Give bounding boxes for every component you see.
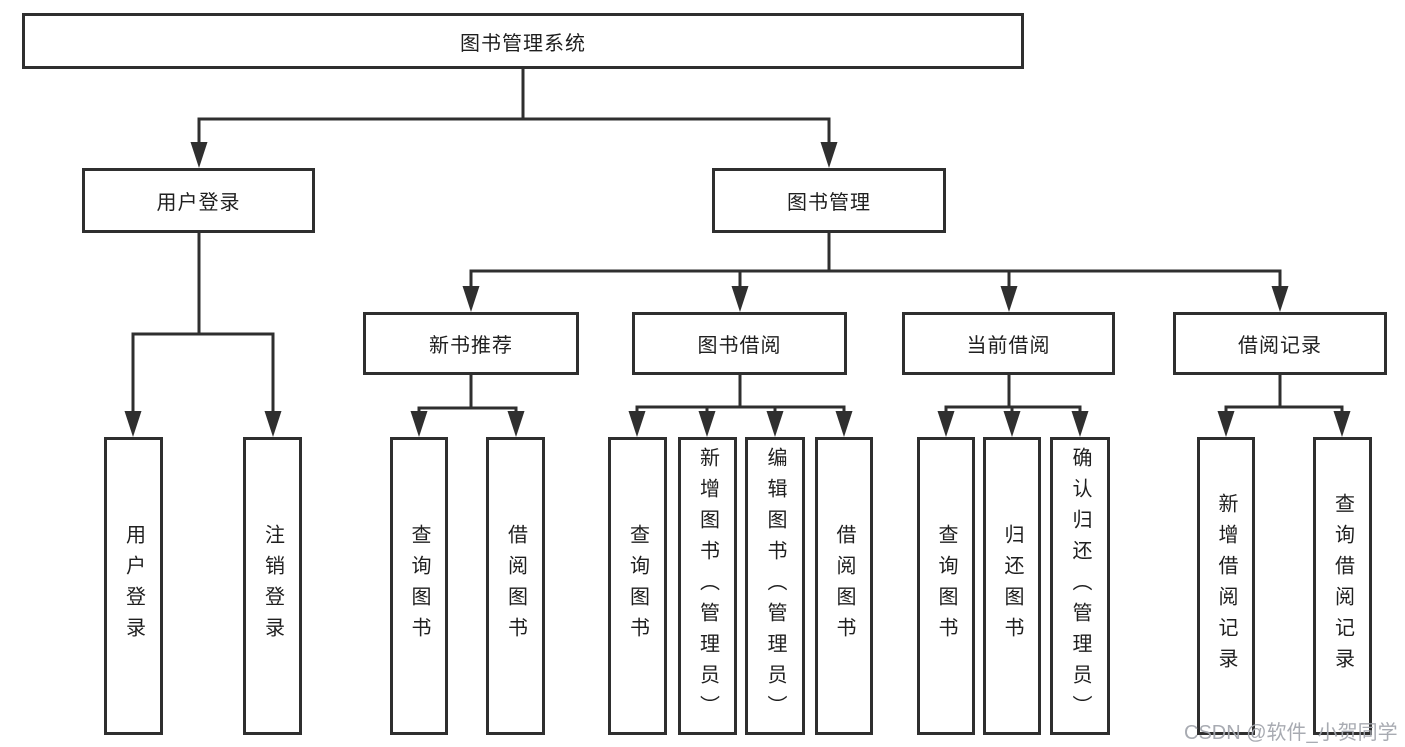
arrowhead (410, 411, 428, 437)
node-leaf-return-book: 归还图书 (983, 437, 1041, 735)
node-leaf-edit-book-admin: 编辑图书（管理员） (745, 437, 805, 735)
arrowhead (1271, 286, 1289, 312)
connector-new-book-recommend (417, 375, 518, 414)
arrowhead (190, 142, 208, 168)
connector-book-borrow (635, 375, 846, 414)
arrowhead (1217, 411, 1235, 437)
connector-user-login (131, 233, 275, 414)
node-leaf-add-book-admin: 新增图书（管理员） (678, 437, 737, 735)
arrowhead (507, 411, 525, 437)
arrowhead (835, 411, 853, 437)
arrowhead (698, 411, 716, 437)
arrowhead (124, 411, 142, 437)
arrowhead (937, 411, 955, 437)
connector-borrow-records (1224, 375, 1344, 414)
node-leaf-add-borrow-record: 新增借阅记录 (1197, 437, 1255, 735)
arrowhead (1003, 411, 1021, 437)
node-root: 图书管理系统 (22, 13, 1024, 69)
node-leaf-user-login: 用户登录 (104, 437, 163, 735)
node-leaf-query-book-3: 查询图书 (917, 437, 975, 735)
connector-current-borrow (944, 375, 1082, 414)
arrowheads (124, 142, 1351, 437)
arrowhead (820, 142, 838, 168)
node-book-management: 图书管理 (712, 168, 946, 233)
connector-root (197, 69, 831, 145)
node-leaf-borrow-book-1: 借阅图书 (486, 437, 545, 735)
connector-book-management (469, 233, 1282, 289)
node-user-login: 用户登录 (82, 168, 315, 233)
node-leaf-query-book-1: 查询图书 (390, 437, 448, 735)
arrowhead (731, 286, 749, 312)
watermark-text: CSDN @软件_小贺同学 (1184, 722, 1398, 744)
arrowhead (462, 286, 480, 312)
arrowhead (628, 411, 646, 437)
arrowhead (1000, 286, 1018, 312)
node-leaf-query-book-2: 查询图书 (608, 437, 667, 735)
node-leaf-query-borrow-record: 查询借阅记录 (1313, 437, 1372, 735)
node-leaf-logout: 注销登录 (243, 437, 302, 735)
node-current-borrow: 当前借阅 (902, 312, 1115, 375)
node-new-book-recommend: 新书推荐 (363, 312, 579, 375)
arrowhead (264, 411, 282, 437)
arrowhead (1071, 411, 1089, 437)
arrowhead (766, 411, 784, 437)
arrowhead (1333, 411, 1351, 437)
node-book-borrow: 图书借阅 (632, 312, 847, 375)
node-leaf-borrow-book-2: 借阅图书 (815, 437, 873, 735)
node-leaf-confirm-return-admin: 确认归还（管理员） (1050, 437, 1110, 735)
node-borrow-records: 借阅记录 (1173, 312, 1387, 375)
